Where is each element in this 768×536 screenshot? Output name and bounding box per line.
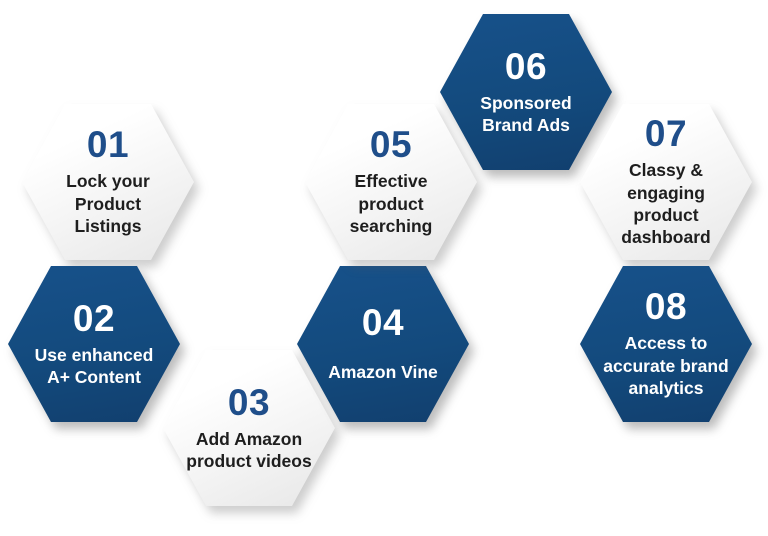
hexagon-06: 06 Sponsored Brand Ads <box>440 14 612 170</box>
hexagon-number: 06 <box>504 45 548 87</box>
hexagon-02: 02 Use enhanced A+ Content <box>8 266 180 422</box>
hexagon-number: 07 <box>644 113 688 155</box>
hexagon-label: Lock your Product Listings <box>66 171 150 237</box>
hexagon-01: 01 Lock your Product Listings <box>22 104 194 260</box>
hexagon-04: 04 Amazon Vine <box>297 266 469 422</box>
hexagon-label: Effective product searching <box>349 171 433 237</box>
hexagon-number: 08 <box>644 286 688 328</box>
hexagon-label: Use enhanced A+ Content <box>34 344 154 387</box>
hexagon-label: Classy & engaging product dashboard <box>621 160 711 248</box>
hexagon-08-shape: 08 Access to accurate brand analytics <box>580 266 752 422</box>
hexagon-number: 01 <box>86 124 130 166</box>
hexagon-label: Amazon Vine <box>328 362 438 383</box>
hexagon-02-shape: 02 Use enhanced A+ Content <box>8 266 180 422</box>
hexagon-07: 07 Classy & engaging product dashboard <box>580 104 752 260</box>
hexagon-number: 03 <box>227 381 271 423</box>
hexagon-04-shape: 04 Amazon Vine <box>297 266 469 422</box>
hexagon-03: 03 Add Amazon product videos <box>163 350 335 506</box>
hexagon-07-shape: 07 Classy & engaging product dashboard <box>580 104 752 260</box>
hexagon-number: 04 <box>361 302 405 344</box>
hexagon-number: 02 <box>72 297 116 339</box>
hexagon-05: 05 Effective product searching <box>305 104 477 260</box>
hexagon-08: 08 Access to accurate brand analytics <box>580 266 752 422</box>
hexagon-number: 05 <box>369 124 413 166</box>
hexagon-label: Sponsored Brand Ads <box>480 92 572 135</box>
hexagon-01-shape: 01 Lock your Product Listings <box>22 104 194 260</box>
hexagon-label: Add Amazon product videos <box>186 428 312 471</box>
hexagon-label: Access to accurate brand analytics <box>603 333 729 399</box>
